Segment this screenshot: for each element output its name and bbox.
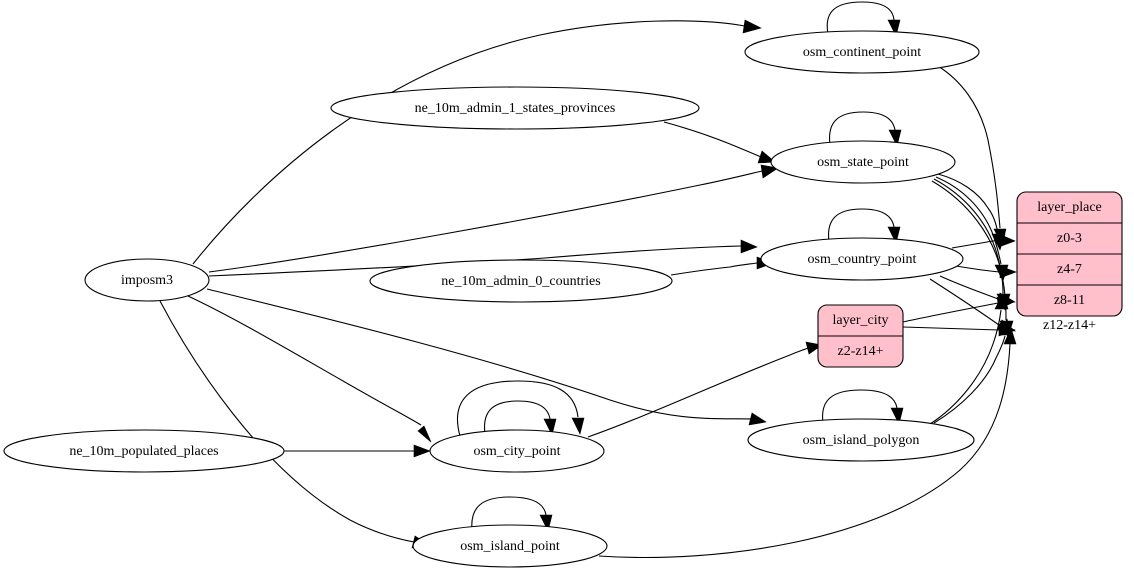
- edge-imposm3-to-osm_country_point: [208, 239, 758, 277]
- edge-imposm3-to-osm_island_point: [159, 300, 430, 549]
- node-osm_city_point[interactable]: osm_city_point: [429, 429, 605, 473]
- record-node-layer_place[interactable]: layer_place z0-3 z4-7 z8-11: [1016, 191, 1123, 317]
- record-node-layer_place-last-row[interactable]: z12-z14+: [1043, 318, 1096, 333]
- edge-ne_10m_admin_0_countries-to-osm_country_point: [670, 256, 774, 276]
- node-osm_continent_point[interactable]: osm_continent_point: [744, 30, 980, 74]
- record-node-layer_city[interactable]: layer_city z2-z14+: [817, 304, 904, 368]
- node-osm_state_point[interactable]: osm_state_point: [770, 140, 956, 184]
- node-imposm3[interactable]: imposm3: [84, 258, 210, 302]
- edge-osm_city_point-self-loop-outer: [456, 380, 585, 437]
- edge-layer_city-to-layer_place-z8-11: [902, 296, 1015, 323]
- edge-imposm3-to-osm_state_point: [208, 164, 779, 273]
- edge-imposm3-to-osm_continent_point: [192, 19, 762, 265]
- edge-ne_10m_populated_places-to-osm_city_point: [284, 444, 431, 458]
- node-ne_10m_admin_1_states_provinces[interactable]: ne_10m_admin_1_states_provinces: [330, 86, 700, 130]
- edge-osm_country_point-to-layer_place-z4-7: [955, 265, 1017, 279]
- edges-layer: [159, 1, 1017, 558]
- edge-imposm3-to-osm_island_polygon: [206, 288, 767, 426]
- edge-osm_island_point-to-layer_place-z12-z14+: [598, 327, 1017, 558]
- edge-osm_city_point-to-layer_city: [587, 341, 823, 438]
- edge-imposm3-to-osm_city_point: [187, 295, 432, 443]
- edge-osm_city_point-self-loop: [483, 400, 557, 436]
- edge-ne_10m_admin_1_states_provinces-to-osm_state_point: [663, 121, 776, 164]
- node-ne_10m_admin_0_countries[interactable]: ne_10m_admin_0_countries: [369, 259, 673, 303]
- node-ne_10m_populated_places[interactable]: ne_10m_populated_places: [3, 429, 285, 473]
- edge-osm_country_point-to-layer_place-z0-3: [951, 233, 1016, 249]
- node-osm_island_polygon[interactable]: osm_island_polygon: [747, 418, 975, 462]
- edge-osm_island_polygon-to-layer_place-z8-11: [929, 292, 1009, 425]
- node-osm_island_point[interactable]: osm_island_point: [412, 524, 608, 568]
- node-osm_country_point[interactable]: osm_country_point: [760, 237, 964, 281]
- edge-osm_island_polygon-to-layer_place-z12-z14+: [933, 318, 1013, 424]
- record-layer_place-row-z12-z14[interactable]: z12-z14+: [1043, 318, 1096, 333]
- nodes-layer: imposm3 ne_10m_admin_1_states_provinces …: [3, 30, 1123, 568]
